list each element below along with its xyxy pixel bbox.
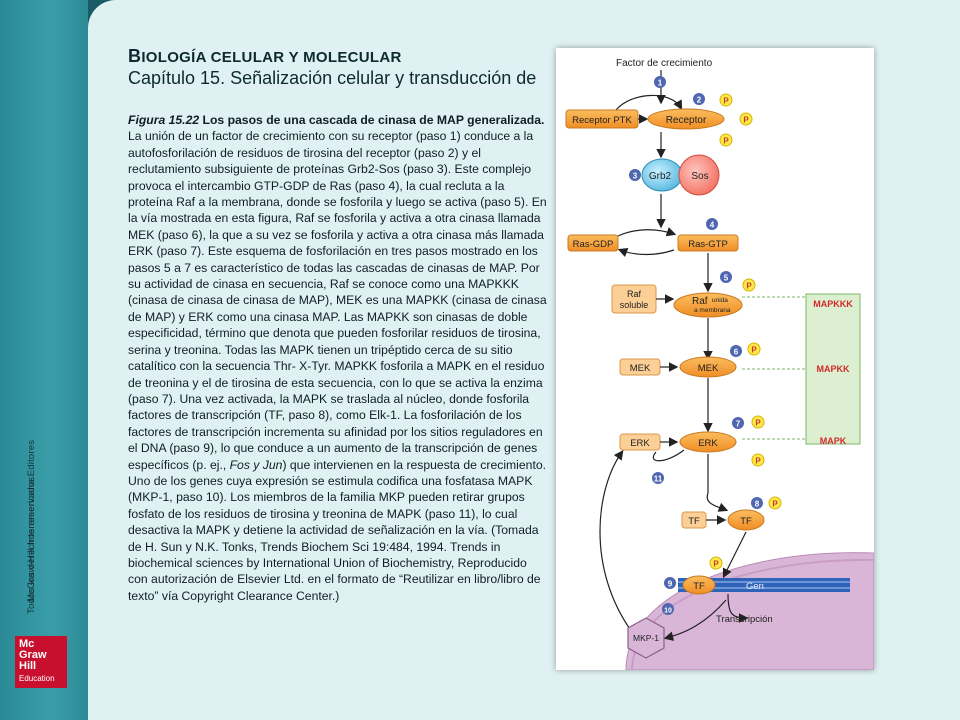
phosphate-icon	[739, 112, 753, 126]
publisher-line-2: Todos los derechos reservados.	[26, 473, 37, 614]
mcgraw-hill-logo: Mc Graw Hill Education	[15, 636, 67, 688]
svg-text:MEK: MEK	[698, 363, 719, 374]
svg-text:P: P	[723, 97, 729, 106]
phosphate-icon	[751, 415, 765, 429]
mek-active-oval	[679, 356, 737, 378]
phosphate-icon	[747, 342, 761, 356]
svg-text:Grb2: Grb2	[649, 171, 672, 182]
svg-text:P: P	[755, 457, 761, 466]
svg-text:ERK: ERK	[630, 438, 650, 449]
step-badge-2	[693, 93, 705, 105]
svg-text:4: 4	[710, 221, 715, 230]
svg-text:a membrana: a membrana	[694, 307, 731, 314]
step-badge-11	[652, 472, 664, 484]
mapkkk-label: MAPKKK	[813, 299, 853, 309]
ras-gdp-box	[567, 234, 619, 252]
step-badge-8	[751, 497, 763, 509]
step-badge-6	[730, 345, 742, 357]
svg-text:ERK: ERK	[698, 438, 718, 449]
svg-text:P: P	[772, 500, 778, 509]
svg-text:P: P	[713, 560, 719, 569]
caption-text-b: ) que intervienen en la respuesta de cre…	[128, 457, 546, 603]
diagram-svg: Factor de crecimiento 1 Receptor PTK Rec…	[565, 58, 875, 671]
figure-caption: Figura 15.22 Los pasos de una cascada de…	[128, 112, 548, 604]
svg-text:Raf: Raf	[627, 289, 642, 299]
mapk-label: MAPK	[820, 436, 847, 446]
caption-italic: Fos y Jun	[229, 457, 283, 472]
svg-text:P: P	[746, 282, 752, 291]
erk-active-oval	[679, 431, 737, 453]
svg-text:MEK: MEK	[630, 363, 651, 374]
phosphate-icon	[742, 278, 756, 292]
svg-text:Raf: Raf	[692, 296, 708, 307]
ras-gtp-box	[677, 234, 739, 252]
svg-text:Receptor: Receptor	[666, 115, 707, 126]
svg-text:Receptor PTK: Receptor PTK	[572, 115, 632, 126]
svg-text:P: P	[751, 346, 757, 355]
raf-membrane-oval	[673, 292, 743, 318]
map-kinase-levels	[805, 293, 861, 445]
svg-text:soluble: soluble	[620, 300, 649, 310]
mkp1-protein	[627, 617, 665, 659]
svg-text:8: 8	[755, 500, 760, 509]
growth-factor-label: Factor de crecimiento	[616, 58, 713, 69]
book-title: BIOLOGÍA CELULAR Y MOLECULAR	[128, 46, 402, 66]
svg-text:1: 1	[658, 79, 663, 88]
phosphate-icon	[709, 556, 723, 570]
phosphate-icon	[719, 93, 733, 107]
sidebar	[0, 0, 88, 720]
receptor-oval	[647, 108, 725, 130]
svg-text:5: 5	[724, 274, 729, 283]
svg-text:TF: TF	[740, 516, 752, 527]
figure-label: Figura 15.22	[128, 113, 200, 127]
transcription-label: Transcripción	[716, 614, 773, 625]
svg-text:10: 10	[664, 608, 672, 615]
svg-text:2: 2	[697, 96, 702, 105]
svg-text:unida: unida	[712, 297, 728, 304]
mapkk-label: MAPKK	[817, 364, 850, 374]
step-badge-10	[662, 603, 674, 615]
tf-bound-oval	[682, 575, 716, 595]
map-kinase-diagram: Factor de crecimiento 1 Receptor PTK Rec…	[556, 48, 875, 671]
publisher-credit: McGraw-Hill Interamericana Editores Todo…	[26, 412, 76, 614]
svg-text:TF: TF	[688, 516, 700, 527]
step-badge-3	[629, 169, 641, 181]
step-badge-4	[706, 218, 718, 230]
svg-text:TF: TF	[693, 581, 705, 592]
step-badge-5	[720, 271, 732, 283]
svg-text:7: 7	[736, 420, 741, 429]
figure-title: Los pasos de una cascada de cinasa de MA…	[202, 113, 545, 127]
step-badge-7	[732, 417, 744, 429]
svg-text:P: P	[743, 116, 749, 125]
svg-text:MKP-1: MKP-1	[633, 633, 659, 643]
svg-text:Sos: Sos	[691, 171, 708, 182]
caption-text-a: La unión de un factor de crecimiento con…	[128, 129, 547, 472]
gene-label: Gen	[746, 581, 764, 592]
svg-text:9: 9	[668, 580, 673, 589]
svg-text:3: 3	[633, 172, 638, 181]
svg-text:P: P	[723, 137, 729, 146]
svg-text:P: P	[755, 419, 761, 428]
phosphate-icon	[751, 453, 765, 467]
svg-text:6: 6	[734, 348, 739, 357]
chapter-subtitle: Capítulo 15. Señalización celular y tran…	[128, 68, 537, 88]
step-badge-1	[654, 76, 666, 88]
sos-protein	[678, 154, 720, 196]
phosphate-icon	[719, 133, 733, 147]
svg-text:Ras-GDP: Ras-GDP	[573, 239, 614, 250]
step-badge-9	[664, 577, 676, 589]
svg-text:Ras-GTP: Ras-GTP	[688, 239, 728, 250]
phosphate-icon	[768, 496, 782, 510]
svg-text:11: 11	[654, 475, 663, 484]
tf-active-oval	[727, 509, 765, 531]
